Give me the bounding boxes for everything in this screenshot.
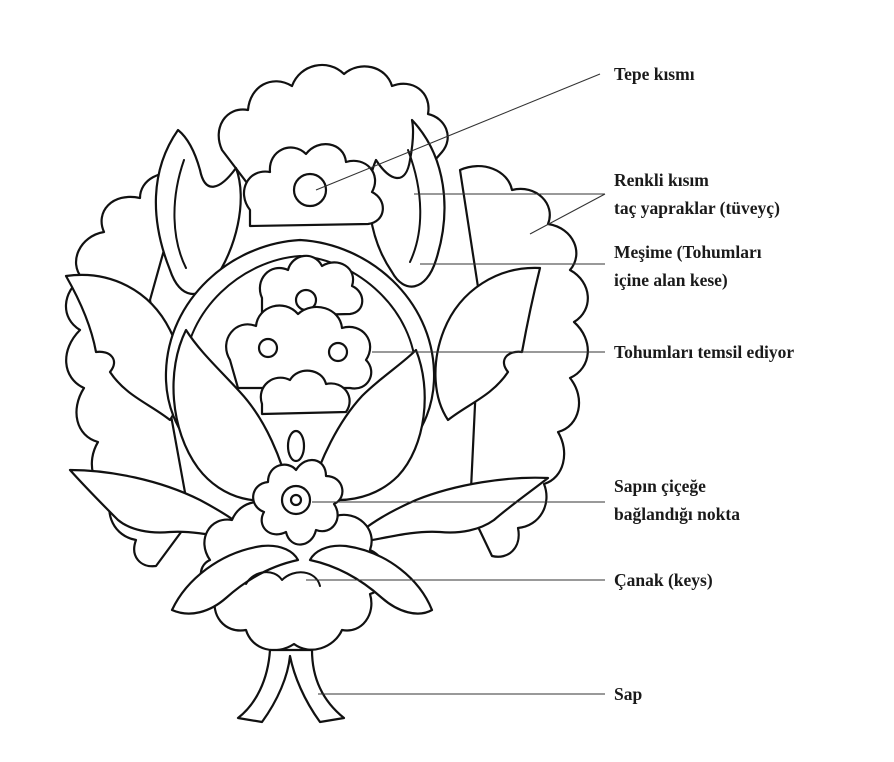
- stamen-drop: [288, 431, 304, 461]
- seed-dot-left: [259, 339, 277, 357]
- label-renkli-2: taç yapraklar (tüveyç): [614, 198, 780, 218]
- label-canak: Çanak (keys): [614, 570, 713, 590]
- label-tepe: Tepe kısmı: [614, 64, 695, 84]
- crown-circle: [294, 174, 326, 206]
- label-mesime-2: içine alan kese): [614, 270, 728, 290]
- rosette-center: [291, 495, 301, 505]
- stem-shape: [238, 650, 344, 722]
- labels: Tepe kısmı Renkli kısım taç yapraklar (t…: [614, 64, 794, 704]
- stem: [238, 650, 344, 722]
- label-mesime-1: Meşime (Tohumları: [614, 242, 762, 262]
- seed-dot-right: [329, 343, 347, 361]
- label-tohumlar: Tohumları temsil ediyor: [614, 342, 794, 362]
- label-sapin-1: Sapın çiçeğe: [614, 476, 706, 496]
- label-renkli-1: Renkli kısım: [614, 170, 709, 190]
- label-sapin-2: bağlandığı nokta: [614, 504, 740, 524]
- label-sap: Sap: [614, 684, 642, 704]
